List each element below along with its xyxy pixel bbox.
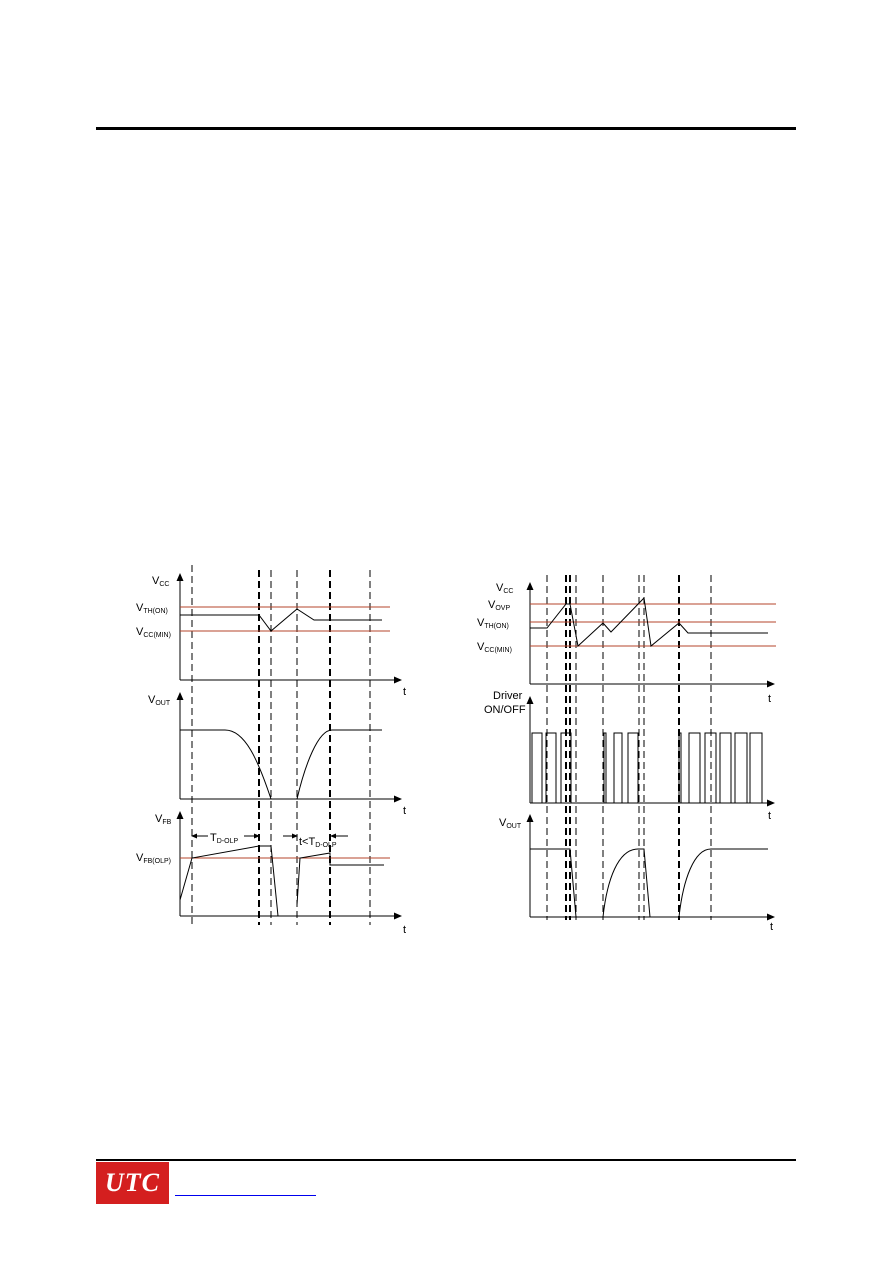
left-vout-panel: VOUT t (148, 692, 406, 817)
footer-link[interactable] (175, 1195, 316, 1196)
left-vfb-waveform-2 (296, 852, 384, 906)
right-driver-t-axis-label: t (768, 810, 771, 822)
left-vcc-min-label: VCC(MIN) (136, 626, 171, 639)
left-vout-label: VOUT (148, 694, 171, 707)
left-vfb-waveform (179, 845, 279, 917)
left-vcc-label: VCC (152, 575, 169, 588)
right-vcc-min-label: VCC(MIN) (477, 641, 512, 654)
left-timing-diagram: VCC VTH(ON) VCC(MIN) t VOUT t TD-OLP (136, 565, 406, 936)
right-vcc-panel: VCC VOVP VTH(ON) VCC(MIN) t (477, 582, 776, 705)
driver-label-2: ON/OFF (484, 704, 526, 716)
right-vout-label: VOUT (499, 817, 522, 830)
utc-logo: UTC (96, 1162, 169, 1204)
footer-rule (96, 1159, 796, 1161)
right-timing-diagram: VCC VOVP VTH(ON) VCC(MIN) t Driver ON/OF… (477, 575, 776, 933)
left-vcc-t-axis-label: t (403, 686, 406, 698)
right-vcc-waveform (530, 596, 768, 647)
left-vfb-t-axis-label: t (403, 924, 406, 936)
right-driver-panel: Driver ON/OFF t (484, 690, 775, 822)
t-less-td-olp-label: t<TD-OLP (299, 836, 337, 849)
driver-pulse-train (530, 732, 768, 804)
right-vout-panel: VOUT t (499, 814, 775, 933)
right-vout-t-axis-label: t (770, 921, 773, 933)
right-vth-on-label: VTH(ON) (477, 617, 509, 630)
right-vcc-t-axis-label: t (768, 693, 771, 705)
left-vfb-panel: TD-OLP t<TD-OLP VFB VFB(OLP) t (136, 811, 406, 936)
logo-text: UTC (105, 1168, 160, 1197)
td-olp-label: TD-OLP (210, 832, 238, 845)
right-dashed-markers (546, 575, 712, 920)
left-vout-waveform (180, 729, 382, 800)
left-vfb-label: VFB (155, 813, 172, 826)
right-vcc-label: VCC (496, 582, 513, 595)
left-vcc-panel: VCC VTH(ON) VCC(MIN) t (136, 573, 406, 698)
right-vovp-label: VOVP (488, 599, 510, 612)
driver-label-1: Driver (493, 690, 523, 702)
left-vfb-olp-label: VFB(OLP) (136, 852, 171, 865)
left-dashed-markers (191, 565, 371, 925)
left-vout-t-axis-label: t (403, 805, 406, 817)
left-vth-on-label: VTH(ON) (136, 602, 168, 615)
header-rule (96, 127, 796, 130)
right-vout-waveform (530, 848, 768, 918)
left-vcc-waveform (180, 608, 382, 632)
